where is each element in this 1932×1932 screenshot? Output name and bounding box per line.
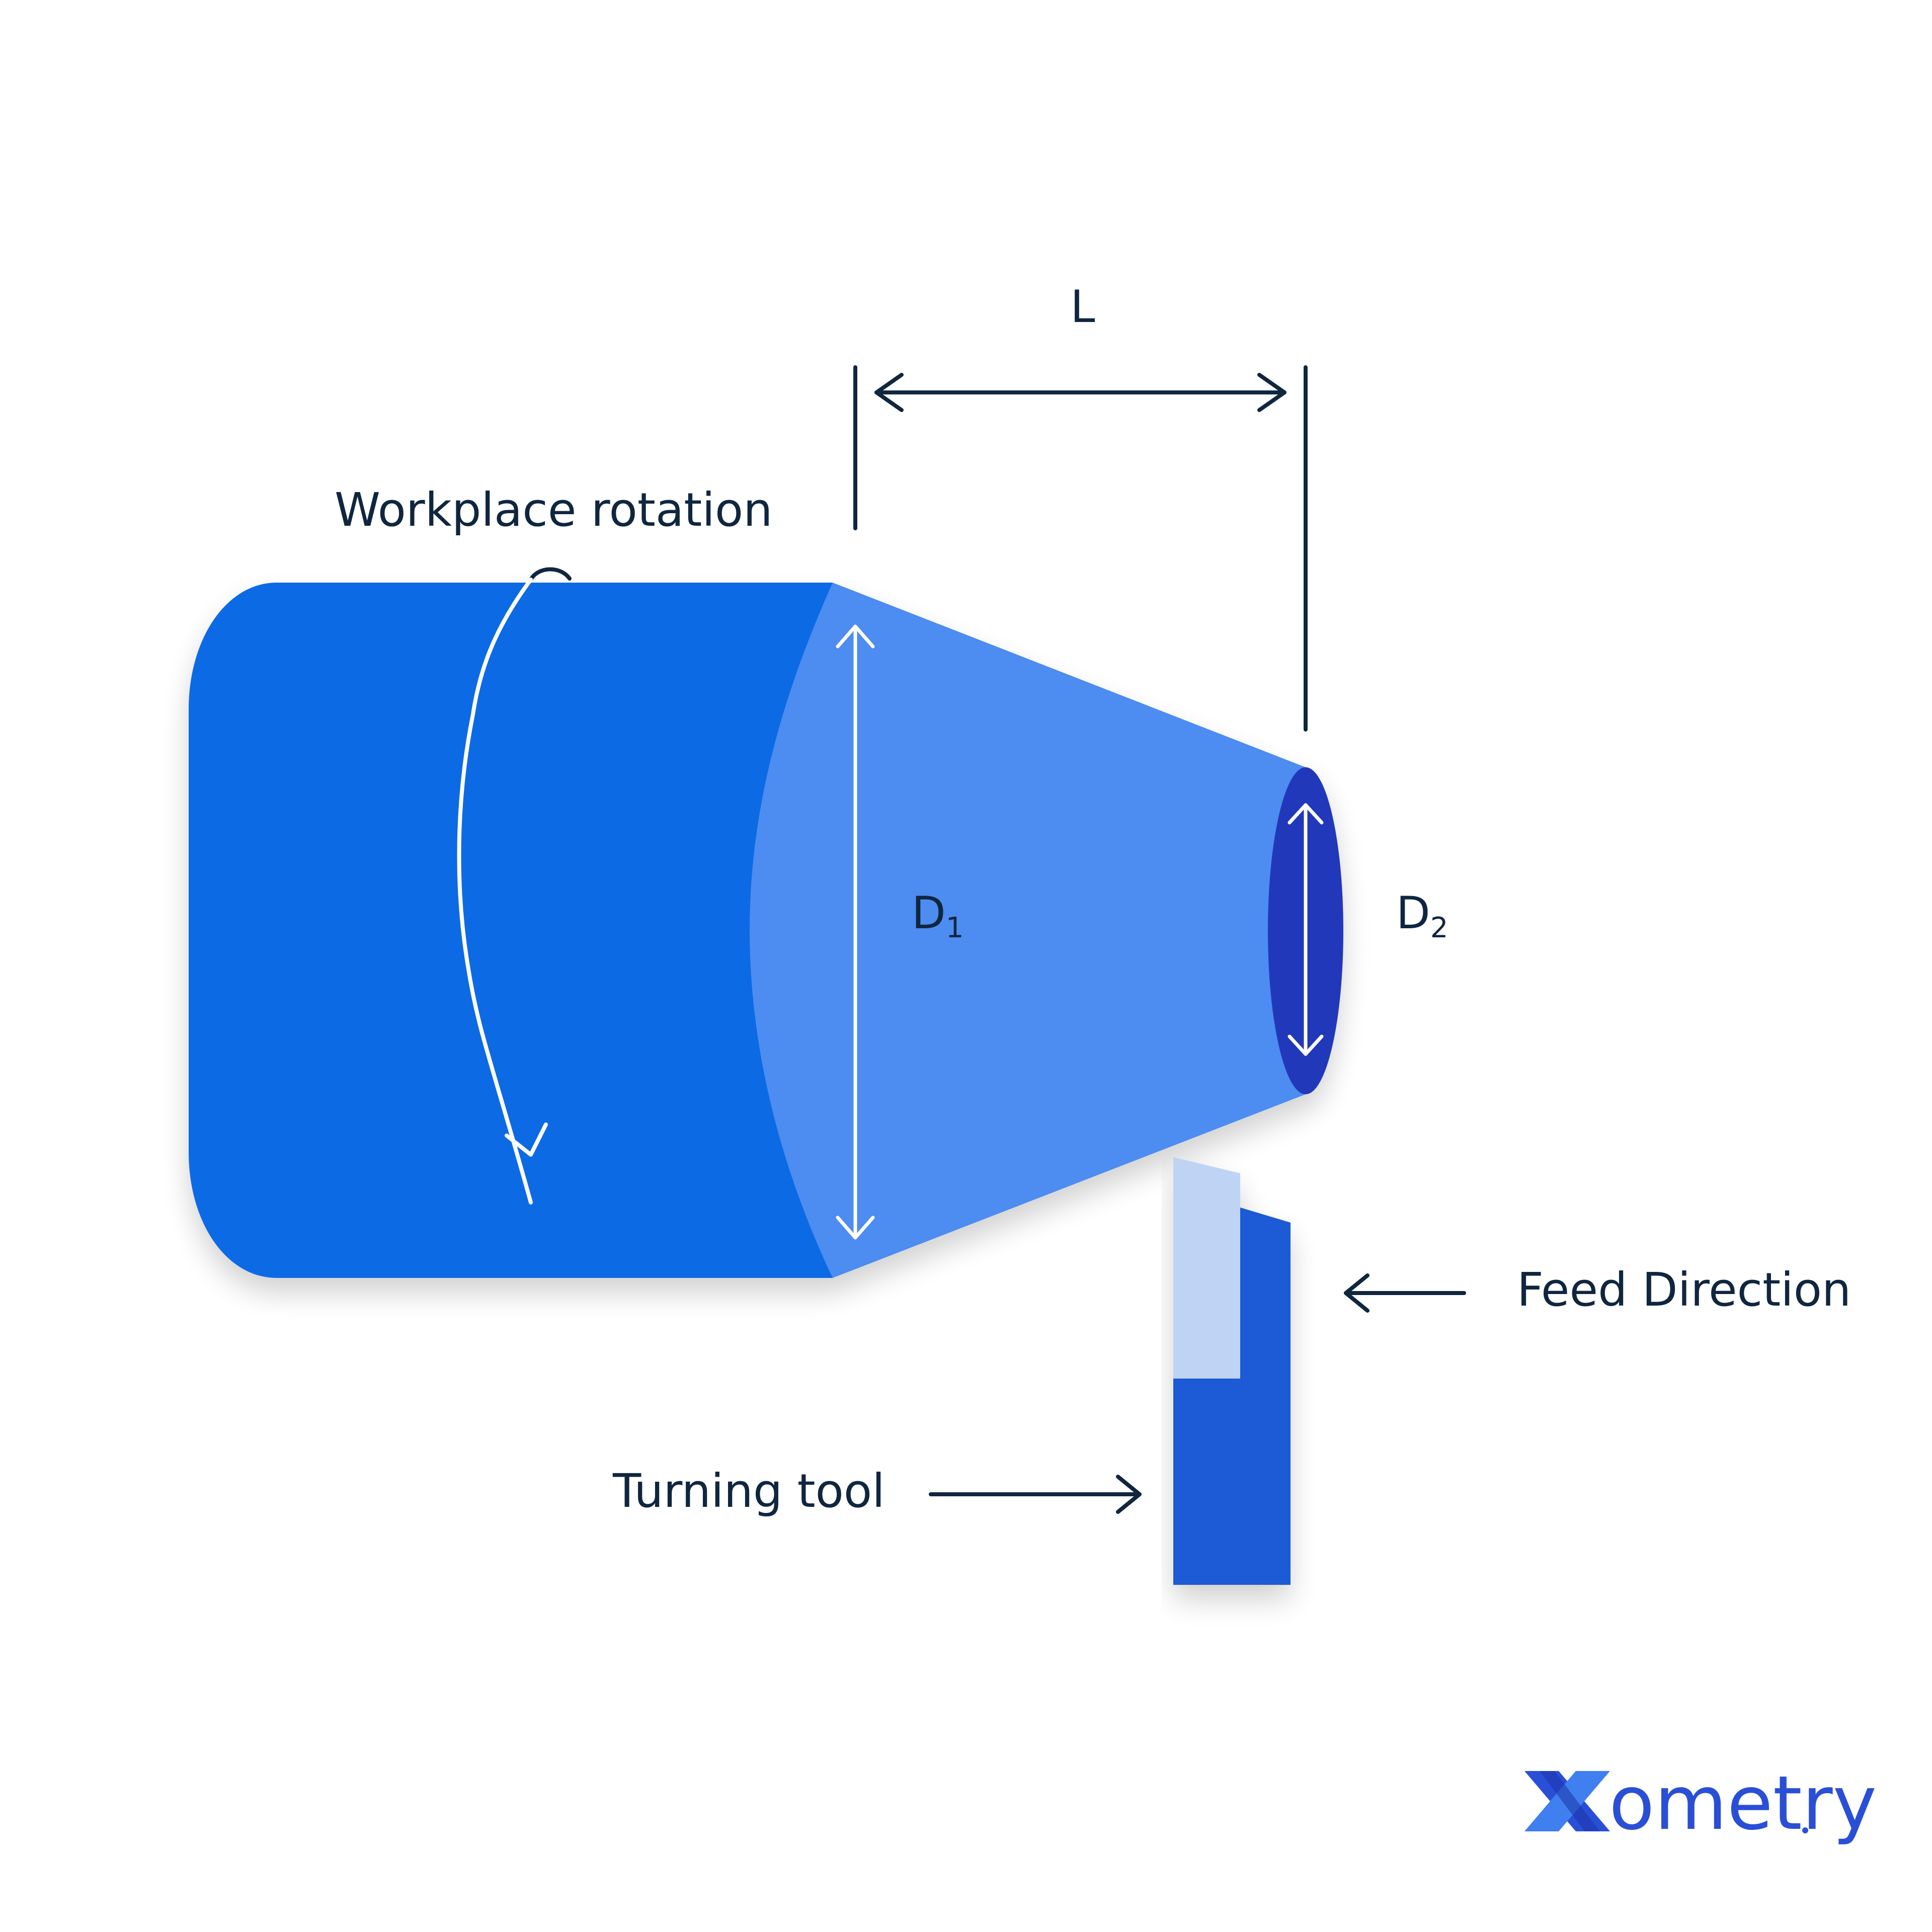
xometry-logo: ometry	[1524, 1760, 1877, 1846]
rotation-arrowhead	[505, 1122, 548, 1157]
rotation-label: Workplace rotation	[335, 483, 773, 537]
logo-registered-mark	[1802, 1827, 1808, 1833]
turning-tool-pointer-arrow	[929, 1475, 1142, 1514]
d2-dimension-arrow	[1287, 803, 1324, 1056]
turning-tool-label: Turning tool	[612, 1464, 885, 1518]
length-dimension	[853, 365, 1308, 732]
d1-label: D1	[912, 887, 963, 944]
d2-letter: D	[1396, 887, 1430, 939]
length-label: L	[1070, 281, 1095, 333]
d1-subscript: 1	[946, 912, 964, 944]
workpiece	[189, 583, 1343, 1278]
rotation-arrow	[457, 567, 572, 1204]
tool-body	[1173, 1208, 1291, 1585]
turning-tool	[1173, 1157, 1291, 1585]
logo-x-mark	[1524, 1771, 1610, 1831]
rotation-hook	[529, 567, 572, 582]
d1-dimension-arrow	[836, 624, 875, 1240]
rotation-curve	[457, 578, 533, 1204]
d1-letter: D	[912, 887, 946, 939]
cylinder-body	[189, 583, 833, 1278]
logo-wordmark: ometry	[1609, 1760, 1877, 1846]
feed-direction-label: Feed Direction	[1517, 1263, 1851, 1317]
d2-subscript: 2	[1430, 912, 1448, 944]
tool-insert	[1173, 1157, 1240, 1379]
l-arrowhead-left	[874, 373, 904, 412]
feed-direction-arrow	[1344, 1273, 1466, 1313]
d2-label: D2	[1396, 887, 1448, 944]
l-arrowhead-right	[1257, 373, 1286, 412]
tapered-cone	[750, 583, 1306, 1278]
